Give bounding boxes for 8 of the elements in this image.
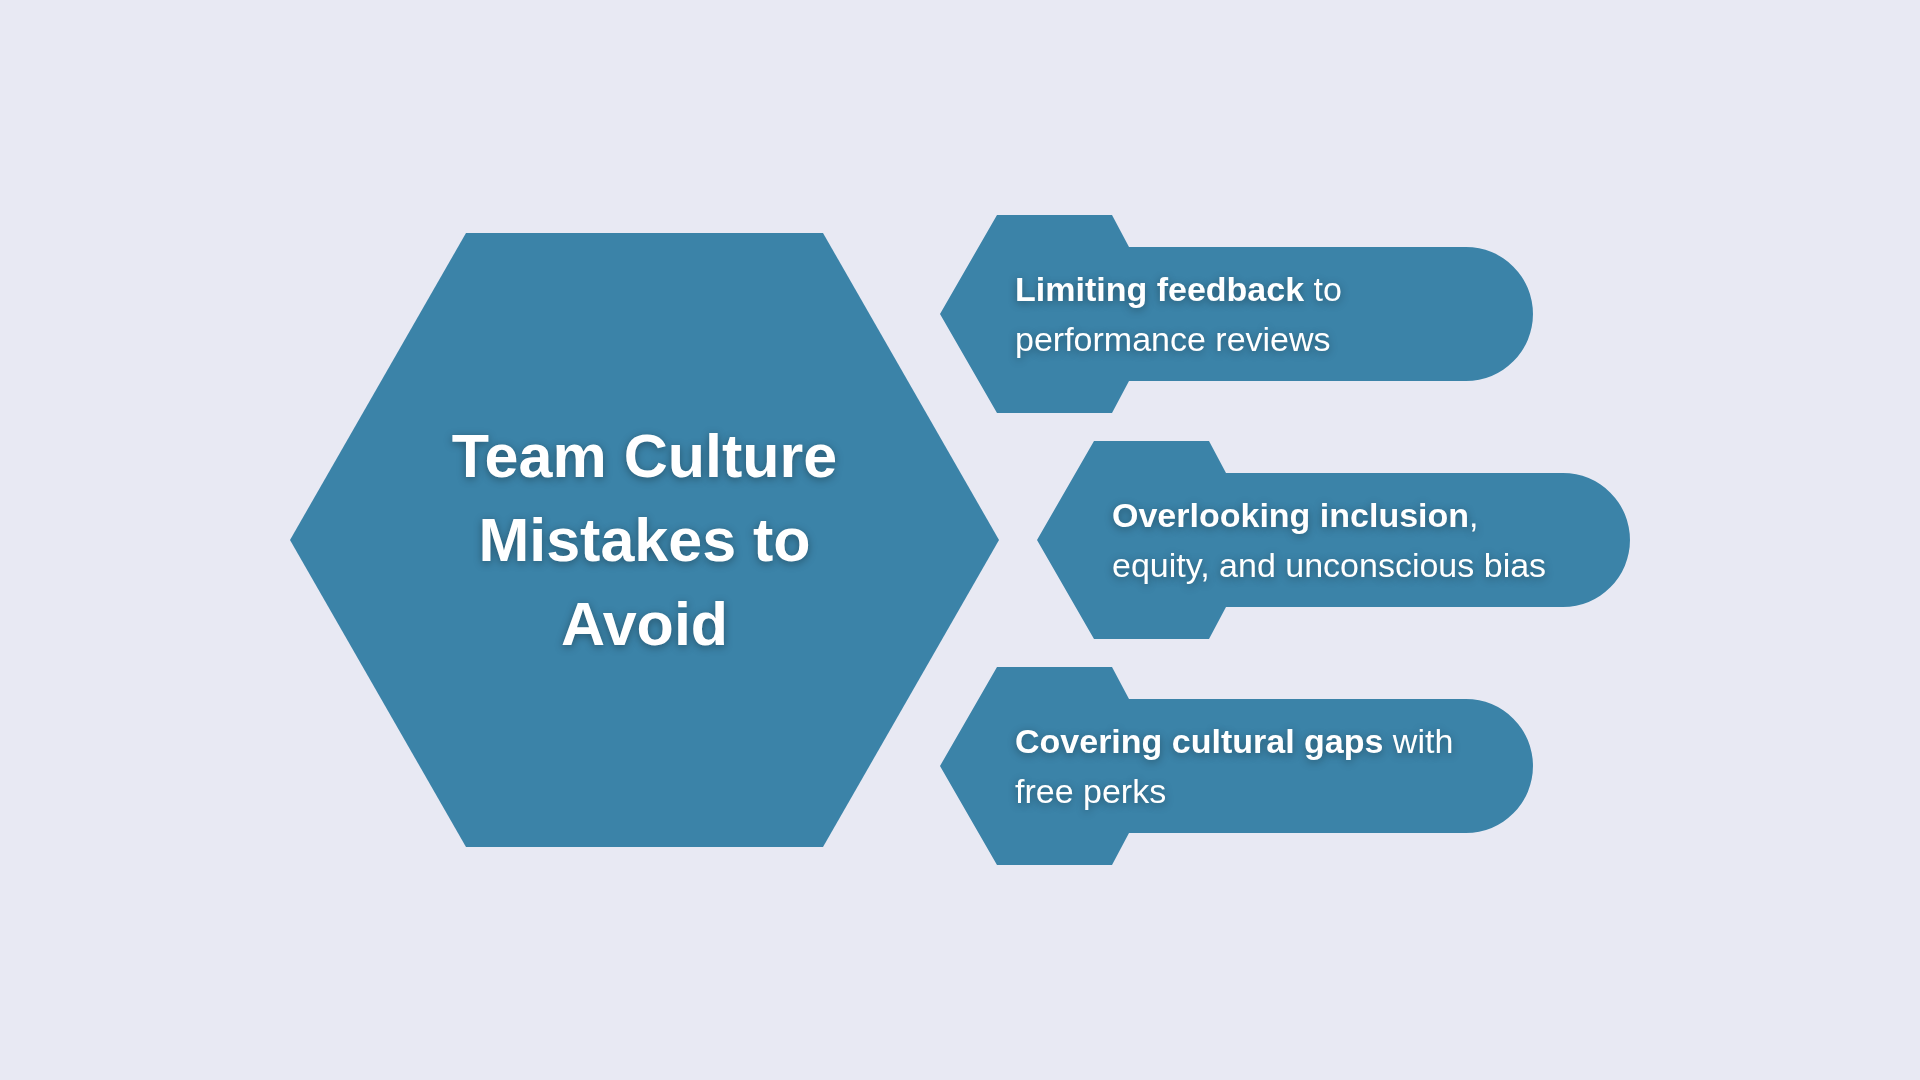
- item-text: Overlooking inclusion, equity, and unconscious bias: [1112, 495, 1548, 586]
- tag-shape: [1037, 441, 1630, 639]
- item-text: Covering cultural gaps with free perks: [1015, 721, 1455, 812]
- tag-shape: [940, 215, 1533, 413]
- item-text: Limiting feedback to performance reviews: [1015, 269, 1343, 360]
- tag-shape: [940, 667, 1533, 865]
- hexagon-shape: [290, 233, 999, 847]
- heading-text: Team Culture Mistakes to Avoid: [450, 421, 839, 660]
